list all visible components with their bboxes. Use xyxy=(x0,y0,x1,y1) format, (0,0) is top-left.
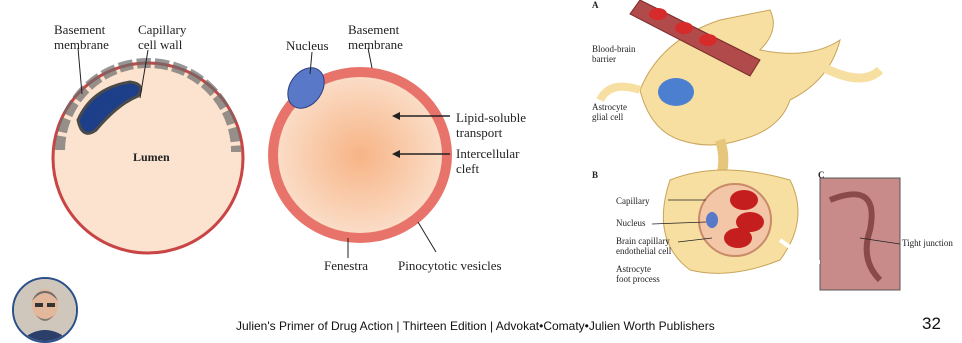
astrocyte-nucleus xyxy=(658,78,694,106)
pointer-pinocytotic xyxy=(418,222,436,252)
label-basement-membrane-left: Basement membrane xyxy=(54,22,109,52)
label-intercellular-cleft: Intercellular cleft xyxy=(456,146,520,176)
label-blood-brain-barrier: Blood-brain barrier xyxy=(592,44,636,64)
label-fenestra: Fenestra xyxy=(324,258,368,273)
label-panel-c: C xyxy=(818,170,825,180)
label-panel-a: A xyxy=(592,0,599,10)
label-tight-junction: Tight junction xyxy=(902,238,953,248)
nucleus-b xyxy=(706,212,718,228)
pointer-basement-membrane xyxy=(78,48,82,94)
presenter-avatar xyxy=(12,277,78,343)
label-capillary-cell-wall: Capillary cell wall xyxy=(138,22,186,52)
label-astrocyte-foot-process: Astrocyte foot process xyxy=(616,264,660,284)
label-lumen: Lumen xyxy=(133,150,170,165)
label-astrocyte-glial-cell: Astrocyte glial cell xyxy=(592,102,627,122)
red-cell-2 xyxy=(675,22,693,34)
red-cell-1 xyxy=(649,8,667,20)
red-cell-b3 xyxy=(724,228,752,248)
red-cell-b1 xyxy=(730,190,758,210)
label-brain-capillary-endothelial-cell: Brain capillary endothelial cell xyxy=(616,236,671,256)
label-capillary: Capillary xyxy=(616,196,650,206)
citation-footer: Julien's Primer of Drug Action | Thirtee… xyxy=(236,319,715,333)
page-number: 32 xyxy=(922,314,941,334)
astrocyte-process-3 xyxy=(600,87,640,100)
label-pinocytotic-vesicles: Pinocytotic vesicles xyxy=(398,258,502,273)
red-cell-3 xyxy=(699,34,717,46)
person-icon xyxy=(14,279,76,341)
label-nucleus-mid: Nucleus xyxy=(286,38,329,53)
label-nucleus-b: Nucleus xyxy=(616,218,646,228)
label-panel-b: B xyxy=(592,170,598,180)
label-basement-membrane-mid: Basement membrane xyxy=(348,22,403,52)
label-lipid-soluble-transport: Lipid-soluble transport xyxy=(456,110,526,140)
